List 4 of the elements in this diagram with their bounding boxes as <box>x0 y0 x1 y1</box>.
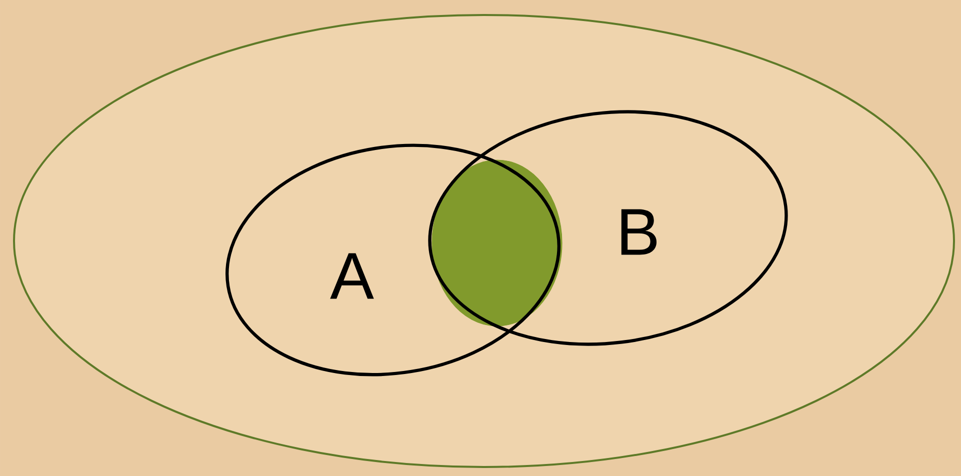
intersection-shading <box>432 160 562 326</box>
set-label: A <box>330 253 374 299</box>
universe-ellipse <box>13 14 955 468</box>
set-label: B <box>621 209 657 255</box>
